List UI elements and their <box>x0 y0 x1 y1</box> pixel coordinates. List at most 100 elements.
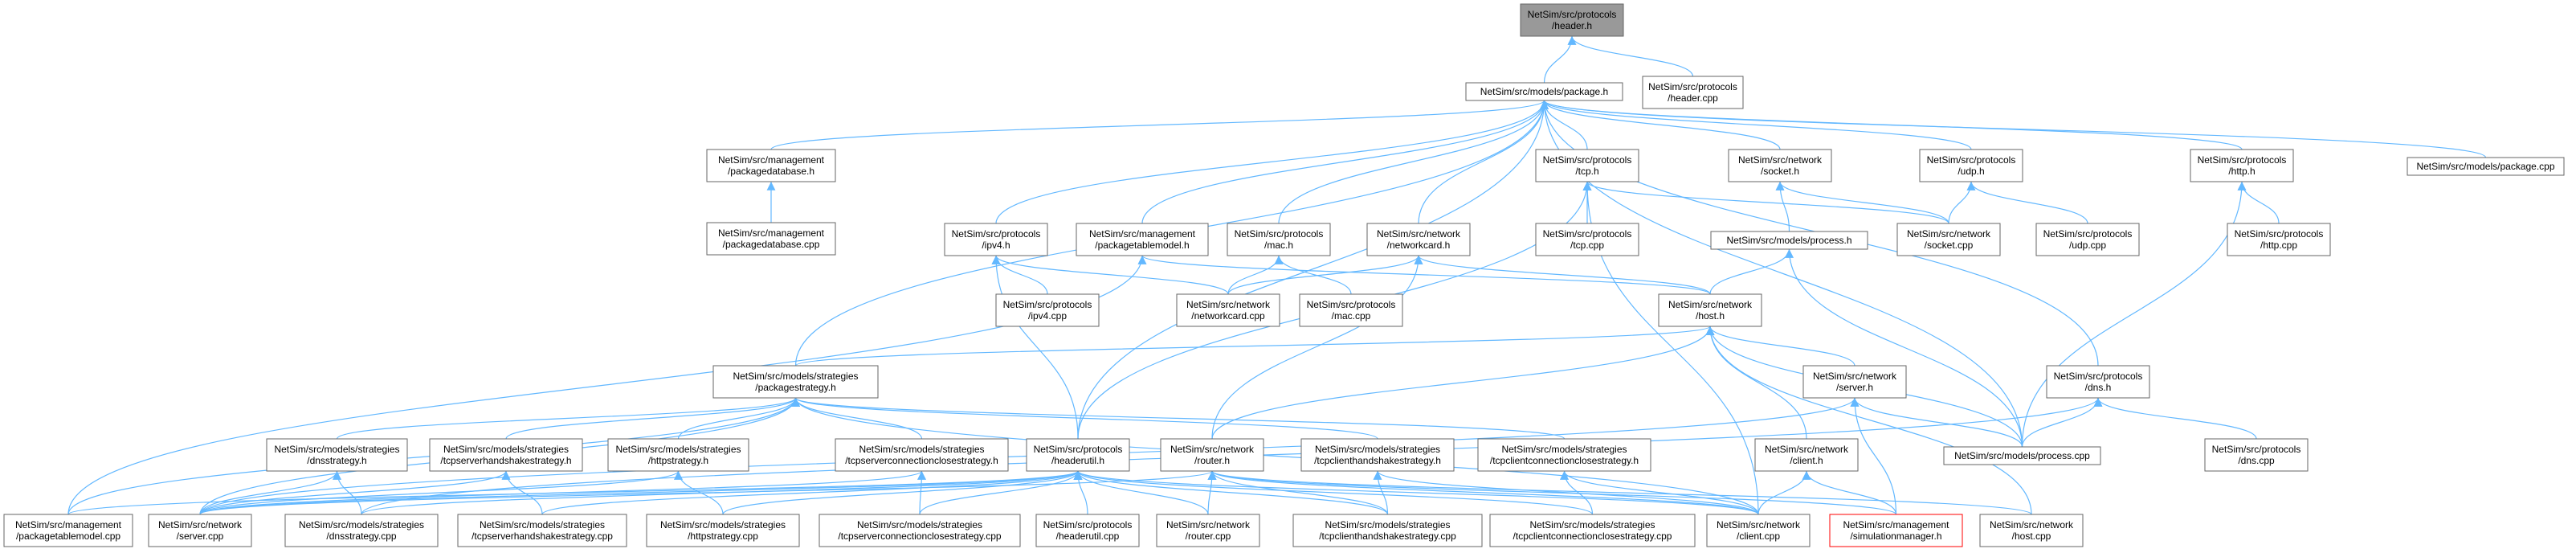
file-node-headerutil-h[interactable]: NetSim/src/protocols/headerutil.h <box>1026 438 1130 472</box>
node-label-line: NetSim/src/models/process.h <box>1726 235 1851 246</box>
file-node-header-h[interactable]: NetSim/src/protocols/header.h <box>1520 3 1624 37</box>
edge-networkcard-h-to-router-h <box>1211 255 1423 440</box>
file-node-httpstrategy-cpp[interactable]: NetSim/src/models/strategies/httpstrateg… <box>646 514 800 547</box>
file-node-ipv4-cpp[interactable]: NetSim/src/protocols/ipv4.cpp <box>995 293 1100 327</box>
file-node-socket-cpp[interactable]: NetSim/src/network/socket.cpp <box>1896 223 2001 256</box>
edge-headerutil-h-to-tcpcliclose-cpp <box>1073 470 1594 515</box>
file-node-client-cpp[interactable]: NetSim/src/network/client.cpp <box>1706 514 1811 547</box>
file-node-mac-cpp[interactable]: NetSim/src/protocols/mac.cpp <box>1299 293 1403 327</box>
file-node-packagestrategy-h[interactable]: NetSim/src/models/strategies/packagestra… <box>712 365 879 399</box>
node-label-line: /httpstrategy.h <box>648 455 708 466</box>
node-label-line: /tcpserverconnectionclosestrategy.cpp <box>838 530 1002 542</box>
node-box <box>2204 438 2309 472</box>
node-label-line: NetSim/src/models/strategies <box>733 371 858 382</box>
node-label-line: /dns.h <box>2085 382 2112 393</box>
node-box <box>1943 446 2101 465</box>
file-node-router-h[interactable]: NetSim/src/network/router.h <box>1160 438 1264 472</box>
file-node-packagedatabase-h[interactable]: NetSim/src/management/packagedatabase.h <box>706 149 836 182</box>
node-box <box>1829 514 1963 547</box>
edge-dns-h-to-process-cpp <box>2021 397 2103 448</box>
edge-tcpsrvclose-h-to-tcpsrvclose-cpp <box>917 470 926 515</box>
node-label-line: /socket.h <box>1761 166 1799 177</box>
file-node-simmanager-h[interactable]: NetSim/src/management/simulationmanager.… <box>1829 514 1963 547</box>
file-node-headerutil-cpp[interactable]: NetSim/src/protocols/headerutil.cpp <box>1035 514 1140 547</box>
node-label-line: NetSim/src/models/strategies <box>660 519 786 530</box>
node-box <box>1520 3 1624 37</box>
file-node-tcpsrvclose-cpp[interactable]: NetSim/src/models/strategies/tcpserverco… <box>819 514 1021 547</box>
file-node-tcp-cpp[interactable]: NetSim/src/protocols/tcp.cpp <box>1535 223 1639 256</box>
node-box <box>1076 223 1209 256</box>
file-node-server-cpp[interactable]: NetSim/src/network/server.cpp <box>148 514 252 547</box>
file-node-tcpclihs-cpp[interactable]: NetSim/src/models/strategies/tcpclientha… <box>1292 514 1483 547</box>
edge-networkcard-h-to-host-h <box>1414 255 1711 295</box>
node-label-line: NetSim/src/protocols <box>2212 444 2301 455</box>
file-node-server-h[interactable]: NetSim/src/network/server.h <box>1802 365 1907 399</box>
node-label-line: NetSim/src/models/strategies <box>1325 519 1450 530</box>
node-box <box>706 222 836 256</box>
node-label-line: /http.h <box>2228 166 2255 177</box>
node-label-line: NetSim/src/models/package.h <box>1480 86 1608 97</box>
node-label-line: NetSim/src/management <box>1089 228 1196 240</box>
node-box <box>429 438 583 472</box>
file-node-package-cpp[interactable]: NetSim/src/models/package.cpp <box>2407 157 2565 176</box>
node-label-line: /dnsstrategy.h <box>307 455 366 466</box>
file-node-dns-cpp[interactable]: NetSim/src/protocols/dns.cpp <box>2204 438 2309 472</box>
file-node-mac-h[interactable]: NetSim/src/protocols/mac.h <box>1227 223 1331 256</box>
node-box <box>1535 149 1639 182</box>
edge-package-h-to-ipv4-h <box>995 100 1549 224</box>
node-box <box>1535 223 1639 256</box>
file-node-tcpsrvhs-cpp[interactable]: NetSim/src/models/strategies/tcpserverha… <box>457 514 627 547</box>
edge-host-h-to-server-h <box>1705 326 1855 367</box>
node-label-line: NetSim/src/protocols <box>1543 154 1632 166</box>
file-node-host-cpp[interactable]: NetSim/src/network/host.cpp <box>1979 514 2084 547</box>
node-label-line: NetSim/src/models/strategies <box>443 444 569 455</box>
file-node-ipv4-h[interactable]: NetSim/src/protocols/ipv4.h <box>944 223 1048 256</box>
file-node-httpstrategy-h[interactable]: NetSim/src/models/strategies/httpstrateg… <box>607 438 749 472</box>
file-node-package-h[interactable]: NetSim/src/models/package.h <box>1465 82 1623 101</box>
node-label-line: NetSim/src/protocols <box>1043 519 1133 530</box>
file-node-tcpcliclose-cpp[interactable]: NetSim/src/models/strategies/tcpclientco… <box>1489 514 1696 547</box>
node-box <box>1176 293 1280 327</box>
edge-package-h-to-packagetablemodel-h <box>1141 100 1549 224</box>
file-node-host-h[interactable]: NetSim/src/network/host.h <box>1658 293 1762 327</box>
file-node-tcpclihs-h[interactable]: NetSim/src/models/strategies/tcpclientha… <box>1300 438 1455 472</box>
file-node-packagetablemodel-cpp[interactable]: NetSim/src/management/packagetablemodel.… <box>3 514 133 547</box>
file-node-tcpcliclose-h[interactable]: NetSim/src/models/strategies/tcpclientco… <box>1477 438 1651 472</box>
file-node-dnsstrategy-h[interactable]: NetSim/src/models/strategies/dnsstrategy… <box>266 438 408 472</box>
file-node-http-cpp[interactable]: NetSim/src/protocols/http.cpp <box>2227 223 2331 256</box>
node-label-line: /httpstrategy.cpp <box>688 530 758 542</box>
file-node-networkcard-cpp[interactable]: NetSim/src/network/networkcard.cpp <box>1176 293 1280 327</box>
file-node-socket-h[interactable]: NetSim/src/network/socket.h <box>1728 149 1832 182</box>
file-node-packagedatabase-cpp[interactable]: NetSim/src/management/packagedatabase.cp… <box>706 222 836 256</box>
file-node-header-cpp[interactable]: NetSim/src/protocols/header.cpp <box>1642 76 1744 109</box>
file-node-process-cpp[interactable]: NetSim/src/models/process.cpp <box>1943 446 2101 465</box>
node-label-line: /header.cpp <box>1668 92 1718 104</box>
file-node-tcpsrvclose-h[interactable]: NetSim/src/models/strategies/tcpserverco… <box>835 438 1009 472</box>
file-node-udp-cpp[interactable]: NetSim/src/protocols/udp.cpp <box>2035 223 2140 256</box>
node-label-line: NetSim/src/network <box>1170 444 1255 455</box>
file-node-tcp-h[interactable]: NetSim/src/protocols/tcp.h <box>1535 149 1639 182</box>
file-node-networkcard-h[interactable]: NetSim/src/network/networkcard.h <box>1366 223 1471 256</box>
edge-server-h-to-simmanager-h <box>1850 397 1897 515</box>
node-label-line: /networkcard.h <box>1387 240 1451 251</box>
file-node-process-h[interactable]: NetSim/src/models/process.h <box>1710 231 1868 250</box>
file-node-dnsstrategy-cpp[interactable]: NetSim/src/models/strategies/dnsstrategy… <box>284 514 439 547</box>
node-label-line: NetSim/src/protocols <box>1927 154 2016 166</box>
file-node-router-cpp[interactable]: NetSim/src/network/router.cpp <box>1156 514 1260 547</box>
file-node-http-h[interactable]: NetSim/src/protocols/http.h <box>2190 149 2294 182</box>
node-box <box>1299 293 1403 327</box>
file-node-tcpsrvhs-h[interactable]: NetSim/src/models/strategies/tcpserverha… <box>429 438 583 472</box>
node-label-line: /packagestrategy.h <box>755 382 836 393</box>
node-box <box>1300 438 1455 472</box>
edge-tcpsrvhs-h-to-tcpsrvhs-cpp <box>501 470 543 515</box>
file-node-udp-h[interactable]: NetSim/src/protocols/udp.h <box>1919 149 2023 182</box>
file-node-client-h[interactable]: NetSim/src/network/client.h <box>1754 438 1859 472</box>
file-node-packagetablemodel-h[interactable]: NetSim/src/management/packagetablemodel.… <box>1076 223 1209 256</box>
file-node-dns-h[interactable]: NetSim/src/protocols/dns.h <box>2046 365 2150 399</box>
node-label-line: NetSim/src/protocols <box>952 228 1041 240</box>
node-label-line: NetSim/src/management <box>718 154 825 166</box>
edge-client-h-to-simmanager-h <box>1802 470 1897 515</box>
node-label-line: /tcpclientconnectionclosestrategy.cpp <box>1513 530 1672 542</box>
node-box <box>284 514 439 547</box>
